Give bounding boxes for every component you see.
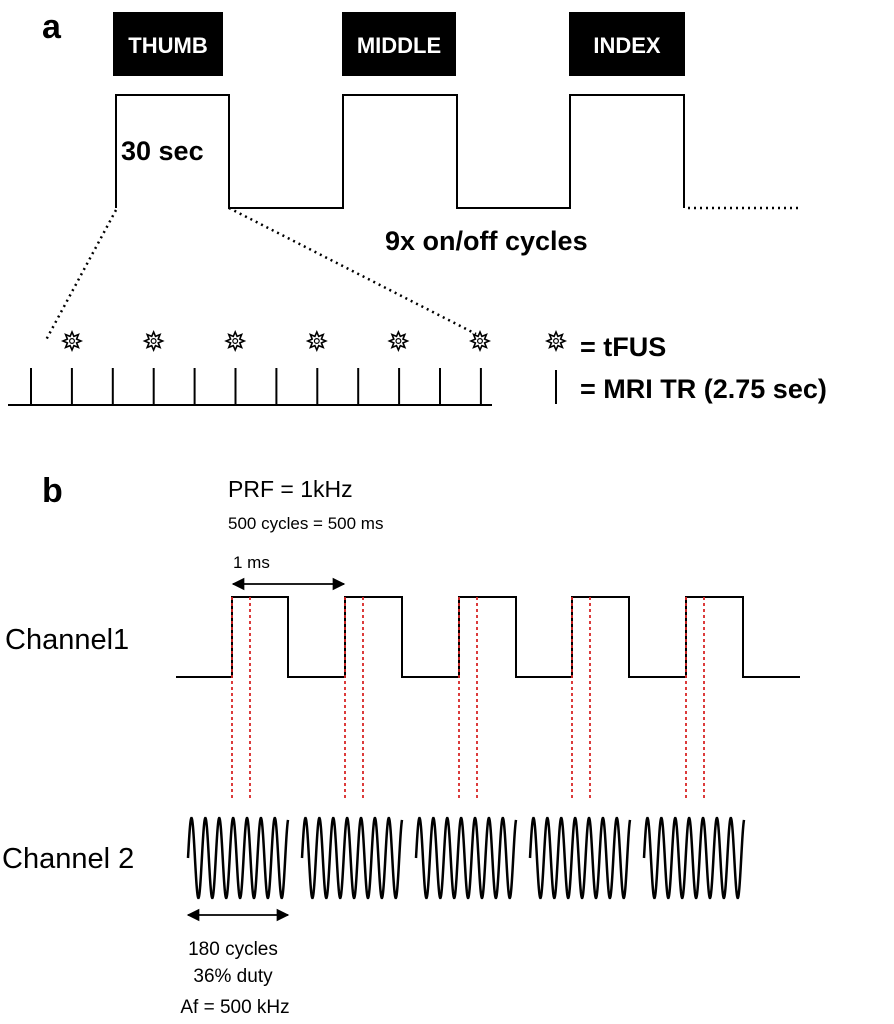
ultrasound-burst bbox=[528, 816, 632, 900]
tfus-star-icon bbox=[224, 329, 247, 353]
block-duration-label: 30 sec bbox=[121, 136, 204, 166]
zoom-line-left bbox=[44, 209, 118, 341]
pulse-count-label: 500 cycles = 500 ms bbox=[228, 514, 383, 533]
channel1-pulse-train bbox=[176, 596, 800, 678]
burst-cycles-label: 180 cycles bbox=[188, 939, 278, 960]
ultrasound-burst bbox=[300, 816, 404, 900]
block-label-index: INDEX bbox=[593, 33, 661, 58]
prf-label: PRF = 1kHz bbox=[228, 476, 353, 502]
legend-tr: = MRI TR (2.75 sec) bbox=[580, 374, 827, 404]
af-label: Af = 500 kHz bbox=[180, 997, 289, 1018]
tfus-markers bbox=[60, 329, 492, 353]
tfus-legend-star-icon bbox=[544, 329, 568, 353]
sync-markers bbox=[231, 597, 705, 800]
channel2-label: Channel 2 bbox=[2, 843, 134, 875]
legend-tfus: = tFUS bbox=[580, 332, 666, 362]
tfus-star-icon bbox=[468, 329, 492, 353]
tfus-star-icon bbox=[387, 329, 410, 353]
block-label-middle: MIDDLE bbox=[357, 33, 441, 58]
duty-label: 36% duty bbox=[193, 966, 273, 987]
zoom-line-right bbox=[228, 206, 477, 336]
block-label-thumb: THUMB bbox=[128, 33, 207, 58]
panel-a-label: a bbox=[42, 8, 62, 46]
block-box-thumb bbox=[113, 12, 223, 76]
tfus-legend-icon bbox=[544, 329, 568, 353]
block-box-index bbox=[569, 12, 685, 76]
period-label: 1 ms bbox=[233, 553, 270, 572]
ultrasound-burst bbox=[642, 816, 746, 900]
block-box-middle bbox=[342, 12, 456, 76]
block-design-waveform bbox=[115, 94, 685, 209]
tr-timeline bbox=[8, 368, 492, 406]
ultrasound-burst bbox=[186, 816, 290, 900]
tfus-star-icon bbox=[142, 329, 165, 353]
tfus-star-icon bbox=[60, 329, 84, 353]
channel1-label: Channel1 bbox=[5, 624, 129, 656]
channel2-bursts bbox=[186, 816, 746, 900]
tfus-star-icon bbox=[305, 329, 328, 353]
ultrasound-burst bbox=[414, 816, 518, 900]
panel-b-label: b bbox=[42, 472, 63, 510]
cycles-label: 9x on/off cycles bbox=[385, 226, 588, 256]
